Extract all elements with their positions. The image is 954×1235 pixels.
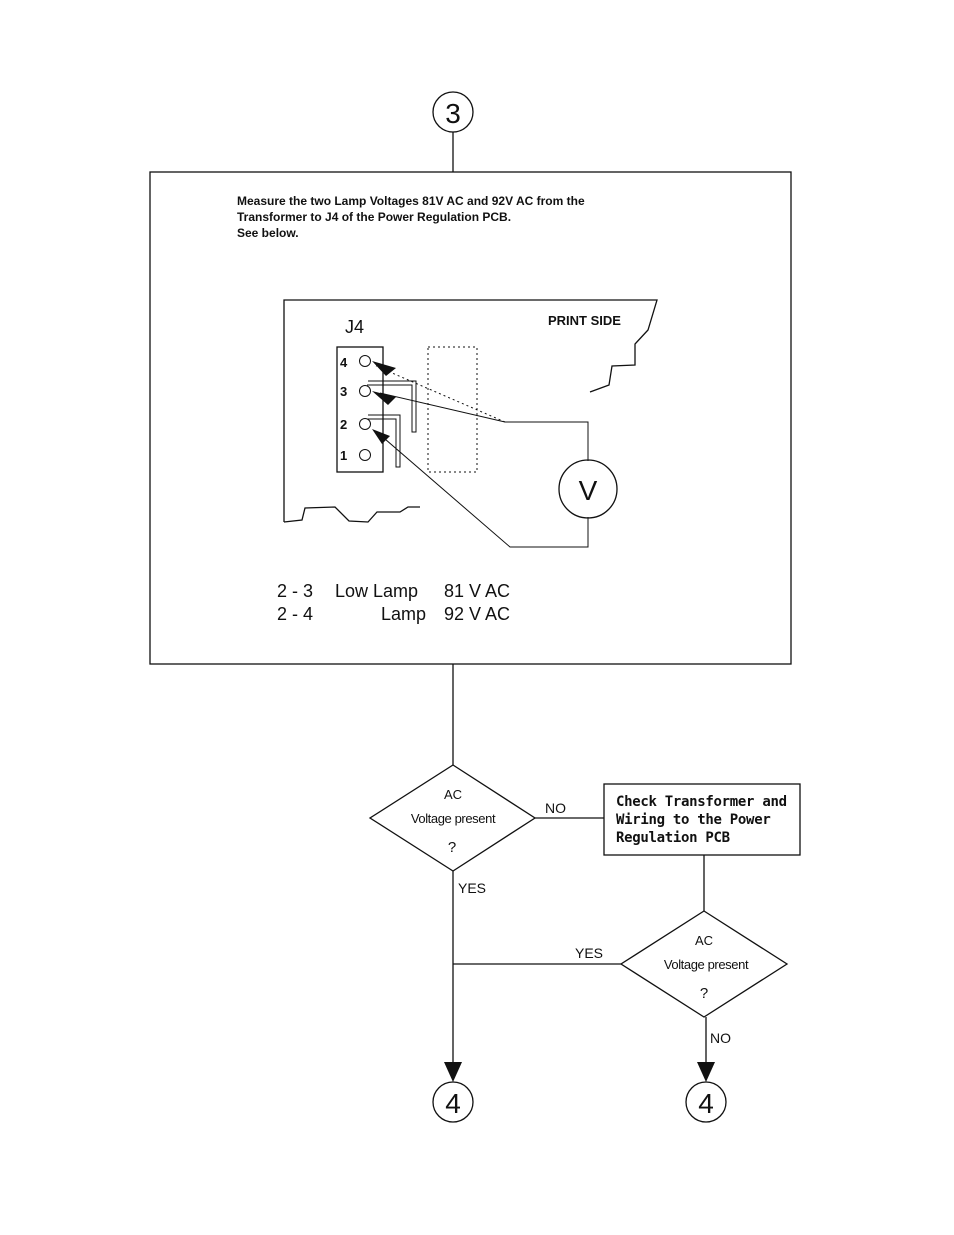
decision-2: AC Voltage present ? — [619, 910, 789, 1018]
measure-instructions: Measure the two Lamp Voltages 81V AC and… — [237, 194, 585, 240]
pin-1-hole — [359, 449, 371, 461]
connector-label: 4 — [698, 1088, 714, 1119]
connector-4-left: 4 — [432, 1081, 474, 1123]
decision-2-line-3: ? — [700, 985, 708, 1002]
j4-connector — [336, 346, 384, 473]
probe-clip-lower — [367, 414, 401, 468]
reading-1-value: 81 V AC — [444, 581, 510, 601]
probe-wire-solid — [379, 392, 506, 423]
connector-circle — [432, 1081, 474, 1123]
instruction-line-3: See below. — [237, 226, 299, 240]
connector-4-right: 4 — [685, 1081, 727, 1123]
decision-1-line-3: ? — [448, 839, 456, 856]
pin-3-label: 3 — [340, 384, 347, 399]
decision-1-yes-label: YES — [458, 880, 486, 896]
arrow-down-icon — [697, 1062, 715, 1082]
action-line-3: Regulation PCB — [616, 830, 730, 846]
pcb-drawing: J4 PRINT SIDE 4 3 2 1 V — [283, 299, 658, 548]
voltmeter-symbol: V — [579, 475, 598, 506]
decision-2-no-label: NO — [710, 1030, 731, 1046]
connector-3-top: 3 — [432, 91, 474, 133]
pcb-outline-bottom — [283, 506, 420, 523]
decision-2-diamond — [619, 910, 789, 1018]
meter-lead-top — [505, 421, 589, 461]
instruction-line-2: Transformer to J4 of the Power Regulatio… — [237, 210, 511, 224]
reading-2-pins: 2 - 4 — [277, 604, 313, 624]
instruction-line-1: Measure the two Lamp Voltages 81V AC and… — [237, 194, 585, 208]
decision-2-line-1: AC — [695, 933, 713, 948]
connector-label: 3 — [445, 98, 461, 129]
pin-4-hole — [359, 355, 371, 367]
pin-2-hole — [359, 418, 371, 430]
connector-circle — [685, 1081, 727, 1123]
pin-3-hole — [359, 385, 371, 397]
reading-1-name: Low Lamp — [335, 581, 418, 601]
reading-1-pins: 2 - 3 — [277, 581, 313, 601]
action-box: Check Transformer and Wiring to the Powe… — [603, 783, 801, 856]
pin-2-label: 2 — [340, 417, 347, 432]
voltmeter-icon — [558, 459, 618, 519]
probe-arrow-pin-2 — [372, 429, 390, 444]
reading-2-name: Lamp — [381, 604, 426, 624]
probe-arrow-pin-4 — [372, 361, 396, 376]
decision-1-line-2: Voltage present — [411, 811, 496, 826]
decision-1: AC Voltage present ? — [368, 764, 537, 872]
probe-clip-upper — [367, 380, 417, 433]
pin-1-label: 1 — [340, 448, 347, 463]
j4-label: J4 — [345, 317, 364, 337]
decision-2-line-2: Voltage present — [664, 957, 749, 972]
arrow-down-icon — [444, 1062, 462, 1082]
readings: 2 - 3 Low Lamp 81 V AC 2 - 4 Lamp 92 V A… — [277, 581, 510, 624]
action-line-2: Wiring to the Power — [616, 812, 770, 828]
probe-wire-dotted — [375, 365, 506, 423]
check-transformer-box — [603, 783, 801, 856]
measure-instructions-box — [149, 171, 792, 665]
decision-1-no-label: NO — [545, 800, 566, 816]
pin-4-label: 4 — [340, 355, 348, 370]
pcb-outline — [283, 299, 658, 522]
connector-label: 4 — [445, 1088, 461, 1119]
probe-arrow-pin-3 — [372, 391, 396, 405]
reading-2-value: 92 V AC — [444, 604, 510, 624]
decision-2-yes-label: YES — [575, 945, 603, 961]
decision-1-line-1: AC — [444, 787, 462, 802]
meter-lead-bottom — [377, 432, 589, 548]
print-side-label: PRINT SIDE — [548, 313, 621, 328]
action-line-1: Check Transformer and — [616, 794, 787, 810]
